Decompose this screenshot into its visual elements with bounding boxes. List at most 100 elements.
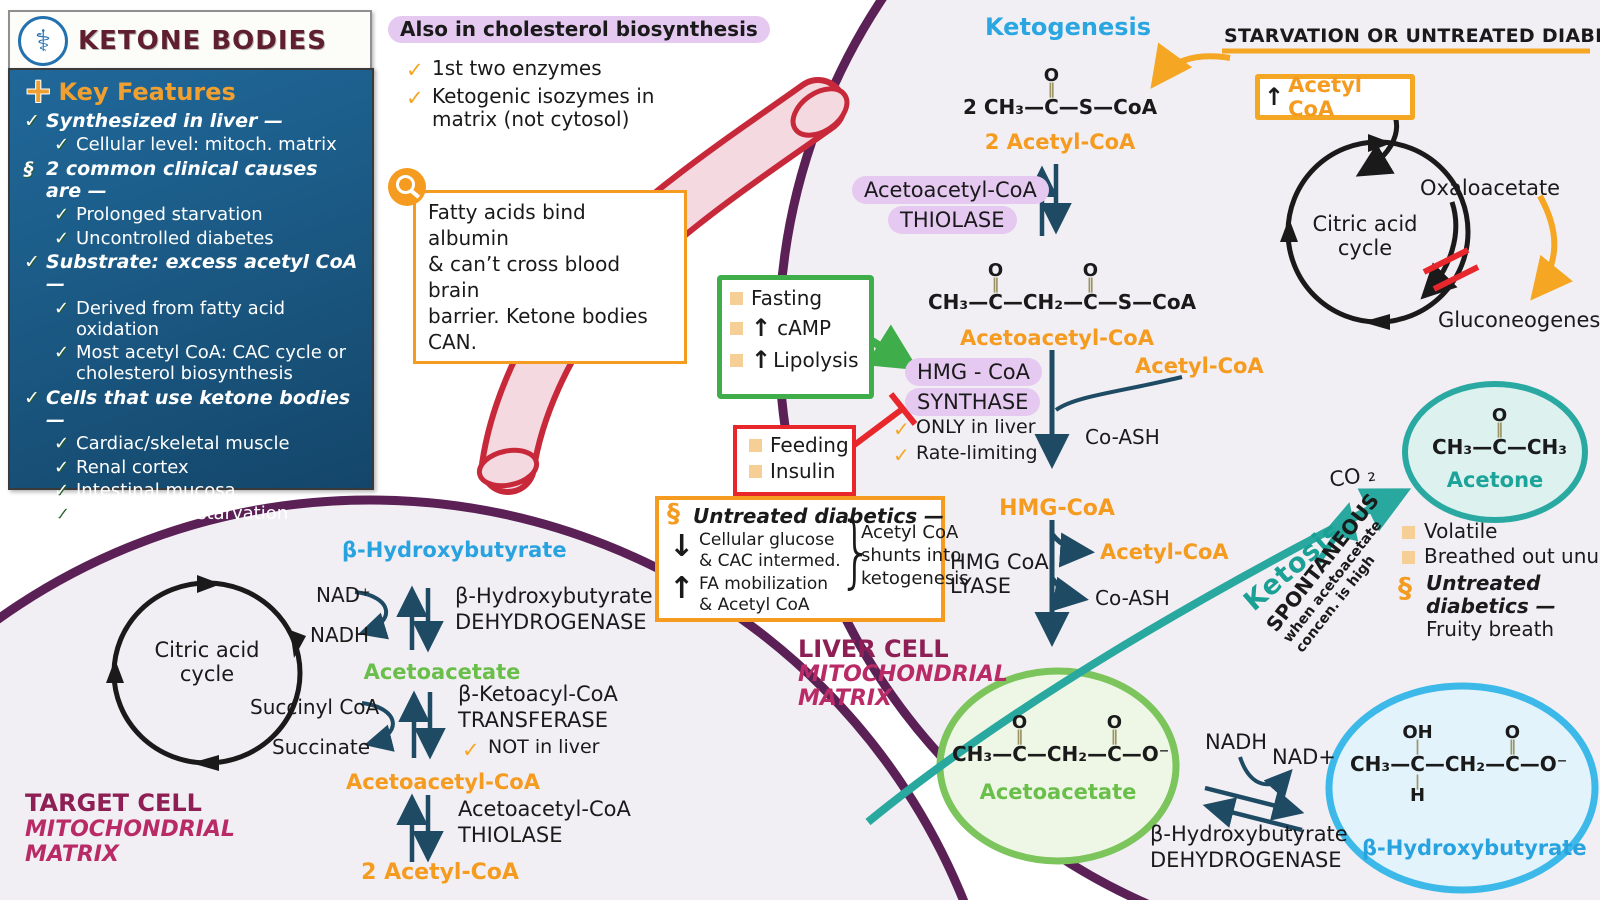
key-feature-item: ✓ Synthesized in liver — bbox=[24, 110, 358, 132]
oxaloacetate-arrow bbox=[1420, 201, 1459, 300]
formula-token: — bbox=[1024, 95, 1045, 119]
target-nadh-label: NADH bbox=[310, 623, 370, 647]
acetylcoa-increase-box: ↑ Acetyl CoA bbox=[1255, 73, 1415, 121]
bhb-oval-label: β-Hydroxybutyrate bbox=[1362, 836, 1587, 860]
formula-token: — bbox=[1472, 435, 1493, 459]
thiolase-enzyme-l1: Acetoacetyl-CoA bbox=[852, 176, 1049, 205]
check-icon: ✓ bbox=[893, 417, 910, 441]
formula-token: CH₂ bbox=[1022, 290, 1064, 314]
key-feature-text: Derived from fatty acid oxidation bbox=[76, 297, 286, 340]
lyase-acetylcoa-label: Acetyl-CoA bbox=[1100, 540, 1229, 564]
key-feature-item: ✓Derived from fatty acid oxidation bbox=[54, 298, 358, 340]
untreated-diabetics-box: § Untreated diabetics — ↓ Cellular gluco… bbox=[655, 496, 969, 622]
target-cell-membrane bbox=[0, 495, 968, 900]
liver-cell-label: LIVER CELL bbox=[798, 635, 949, 663]
check-icon: ✓ bbox=[24, 250, 40, 273]
bond-above: O‖ bbox=[1043, 64, 1060, 99]
formula-token: S bbox=[1117, 290, 1133, 314]
target-acetyl2-label: 2 Acetyl-CoA bbox=[361, 860, 519, 885]
succinylcoa-label: Succinyl CoA bbox=[250, 695, 380, 719]
target-dh-l2: DEHYDROGENASE bbox=[455, 610, 647, 634]
oxaloacetate-label: Oxaloacetate bbox=[1420, 176, 1561, 200]
formula-token: CH₂ bbox=[1444, 752, 1486, 776]
formula-token: — bbox=[1121, 742, 1142, 766]
key-feature-text: Cellular level: mitoch. matrix bbox=[76, 134, 337, 156]
diabetics-up-text: FA mobilization & Acetyl CoA bbox=[699, 574, 829, 616]
plus-icon: + bbox=[24, 71, 53, 112]
blocked-slashes bbox=[1422, 247, 1480, 292]
key-feature-text: 2 common clinical causes are — bbox=[46, 157, 318, 203]
formula-token: CH₂ bbox=[1046, 742, 1088, 766]
formula-token: — bbox=[1485, 752, 1506, 776]
formula-token: O⁻ bbox=[1539, 752, 1568, 776]
check-icon: ✓ bbox=[406, 86, 424, 110]
formula-token: — bbox=[1063, 290, 1084, 314]
bond-above: O‖ bbox=[1011, 711, 1028, 746]
bhb-dehydrogenase-l2: DEHYDROGENASE bbox=[1150, 848, 1342, 872]
bullet-square-icon bbox=[730, 321, 743, 335]
citric-cycle-label-liver: Citric acid cycle bbox=[1312, 212, 1418, 261]
bhb-dehydrogenase-l1: β-Hydroxybutyrate bbox=[1150, 822, 1348, 846]
inhibitor-box: Feeding Insulin bbox=[733, 425, 856, 496]
synthase-note-1: ONLY in liver bbox=[916, 416, 1036, 438]
up-arrow-icon: ↑ bbox=[1264, 83, 1285, 111]
coash-out-label: Co-ASH bbox=[1085, 425, 1160, 449]
key-feature-item: ✓Cardiac/skeletal muscle bbox=[54, 433, 358, 454]
bullet-square-icon bbox=[1402, 526, 1415, 539]
acetyl2-label: 2 Acetyl-CoA bbox=[984, 130, 1136, 154]
ketogenesis-title: Ketogenesis bbox=[985, 13, 1152, 41]
title-bar: ⚕ KETONE BODIES bbox=[8, 10, 372, 72]
up-arrow-icon: ↑ bbox=[751, 314, 772, 342]
lyase-coash-label: Co-ASH bbox=[1095, 586, 1170, 610]
key-feature-item: ✓Intestinal mucosa bbox=[54, 480, 358, 501]
key-feature-item: §2 common clinical causes are — bbox=[24, 158, 358, 203]
key-feature-text: Cells that use ketone bodies — bbox=[46, 386, 351, 432]
bond-above: O‖ bbox=[1504, 721, 1521, 756]
inhibit-feeding: Feeding bbox=[770, 433, 849, 457]
acetoacetate-label: Acetoacetate bbox=[979, 780, 1137, 804]
cholesterol-bullet-1: 1st two enzymes bbox=[432, 56, 602, 80]
liver-cell-sub1: MITOCHONDRIAL bbox=[798, 662, 1008, 687]
formula-token: O⁻ bbox=[1141, 742, 1170, 766]
target-cell-sub2: MATRIX bbox=[25, 842, 119, 867]
check-icon: ✓ bbox=[54, 479, 70, 501]
citric-acid-cycle-target bbox=[106, 575, 306, 771]
key-features-list: ✓ Synthesized in liver — ✓ Cellular level: … bbox=[24, 110, 358, 524]
key-feature-text: Synthesized in liver — bbox=[46, 110, 284, 132]
acetone-note-1: Volatile bbox=[1424, 519, 1498, 543]
formula-token: S bbox=[1078, 95, 1094, 119]
check-icon: ✓ bbox=[54, 227, 70, 249]
acetone-oval bbox=[1402, 381, 1588, 523]
transferase-l2: TRANSFERASE bbox=[458, 708, 609, 732]
bond-above: O‖ bbox=[987, 259, 1004, 294]
key-feature-item: ✓Substrate: excess acetyl CoA — bbox=[24, 251, 358, 296]
fruity-breath-note: Fruity breath bbox=[1426, 617, 1555, 641]
cholesterol-bullet-2: Ketogenic isozymes in matrix (not cytoso… bbox=[432, 84, 655, 131]
check-icon: ✓ bbox=[54, 342, 70, 364]
target-dh-l1: β-Hydroxybutyrate bbox=[455, 584, 653, 608]
bullet-square-icon bbox=[730, 291, 743, 305]
nadh-label: NADH bbox=[1205, 730, 1268, 754]
stimulus-fasting: Fasting bbox=[751, 286, 823, 310]
check-icon: ✓ bbox=[24, 110, 40, 132]
down-arrow-icon: ↓ bbox=[669, 529, 695, 564]
diabetics-result: Acetyl CoA shunts into ketogenesis bbox=[861, 522, 969, 589]
check-icon: ✓ bbox=[24, 386, 40, 409]
squiggle-icon: § bbox=[667, 499, 680, 529]
bond-above: O‖ bbox=[1106, 711, 1123, 746]
stimulus-lipolysis: Lipolysis bbox=[773, 348, 859, 372]
target-cell-label: TARGET CELL bbox=[25, 789, 202, 817]
formula-token: — bbox=[1093, 95, 1114, 119]
bullet-square-icon bbox=[749, 464, 762, 478]
target-nad-label: NAD⁺ bbox=[316, 583, 371, 607]
formula-token: CH₃ bbox=[1526, 435, 1568, 459]
formula-token: — bbox=[1519, 752, 1540, 776]
key-feature-item: ✓Most acetyl CoA: CAC cycle or cholester… bbox=[54, 342, 358, 384]
diabetics-title: Untreated diabetics — bbox=[693, 504, 945, 528]
